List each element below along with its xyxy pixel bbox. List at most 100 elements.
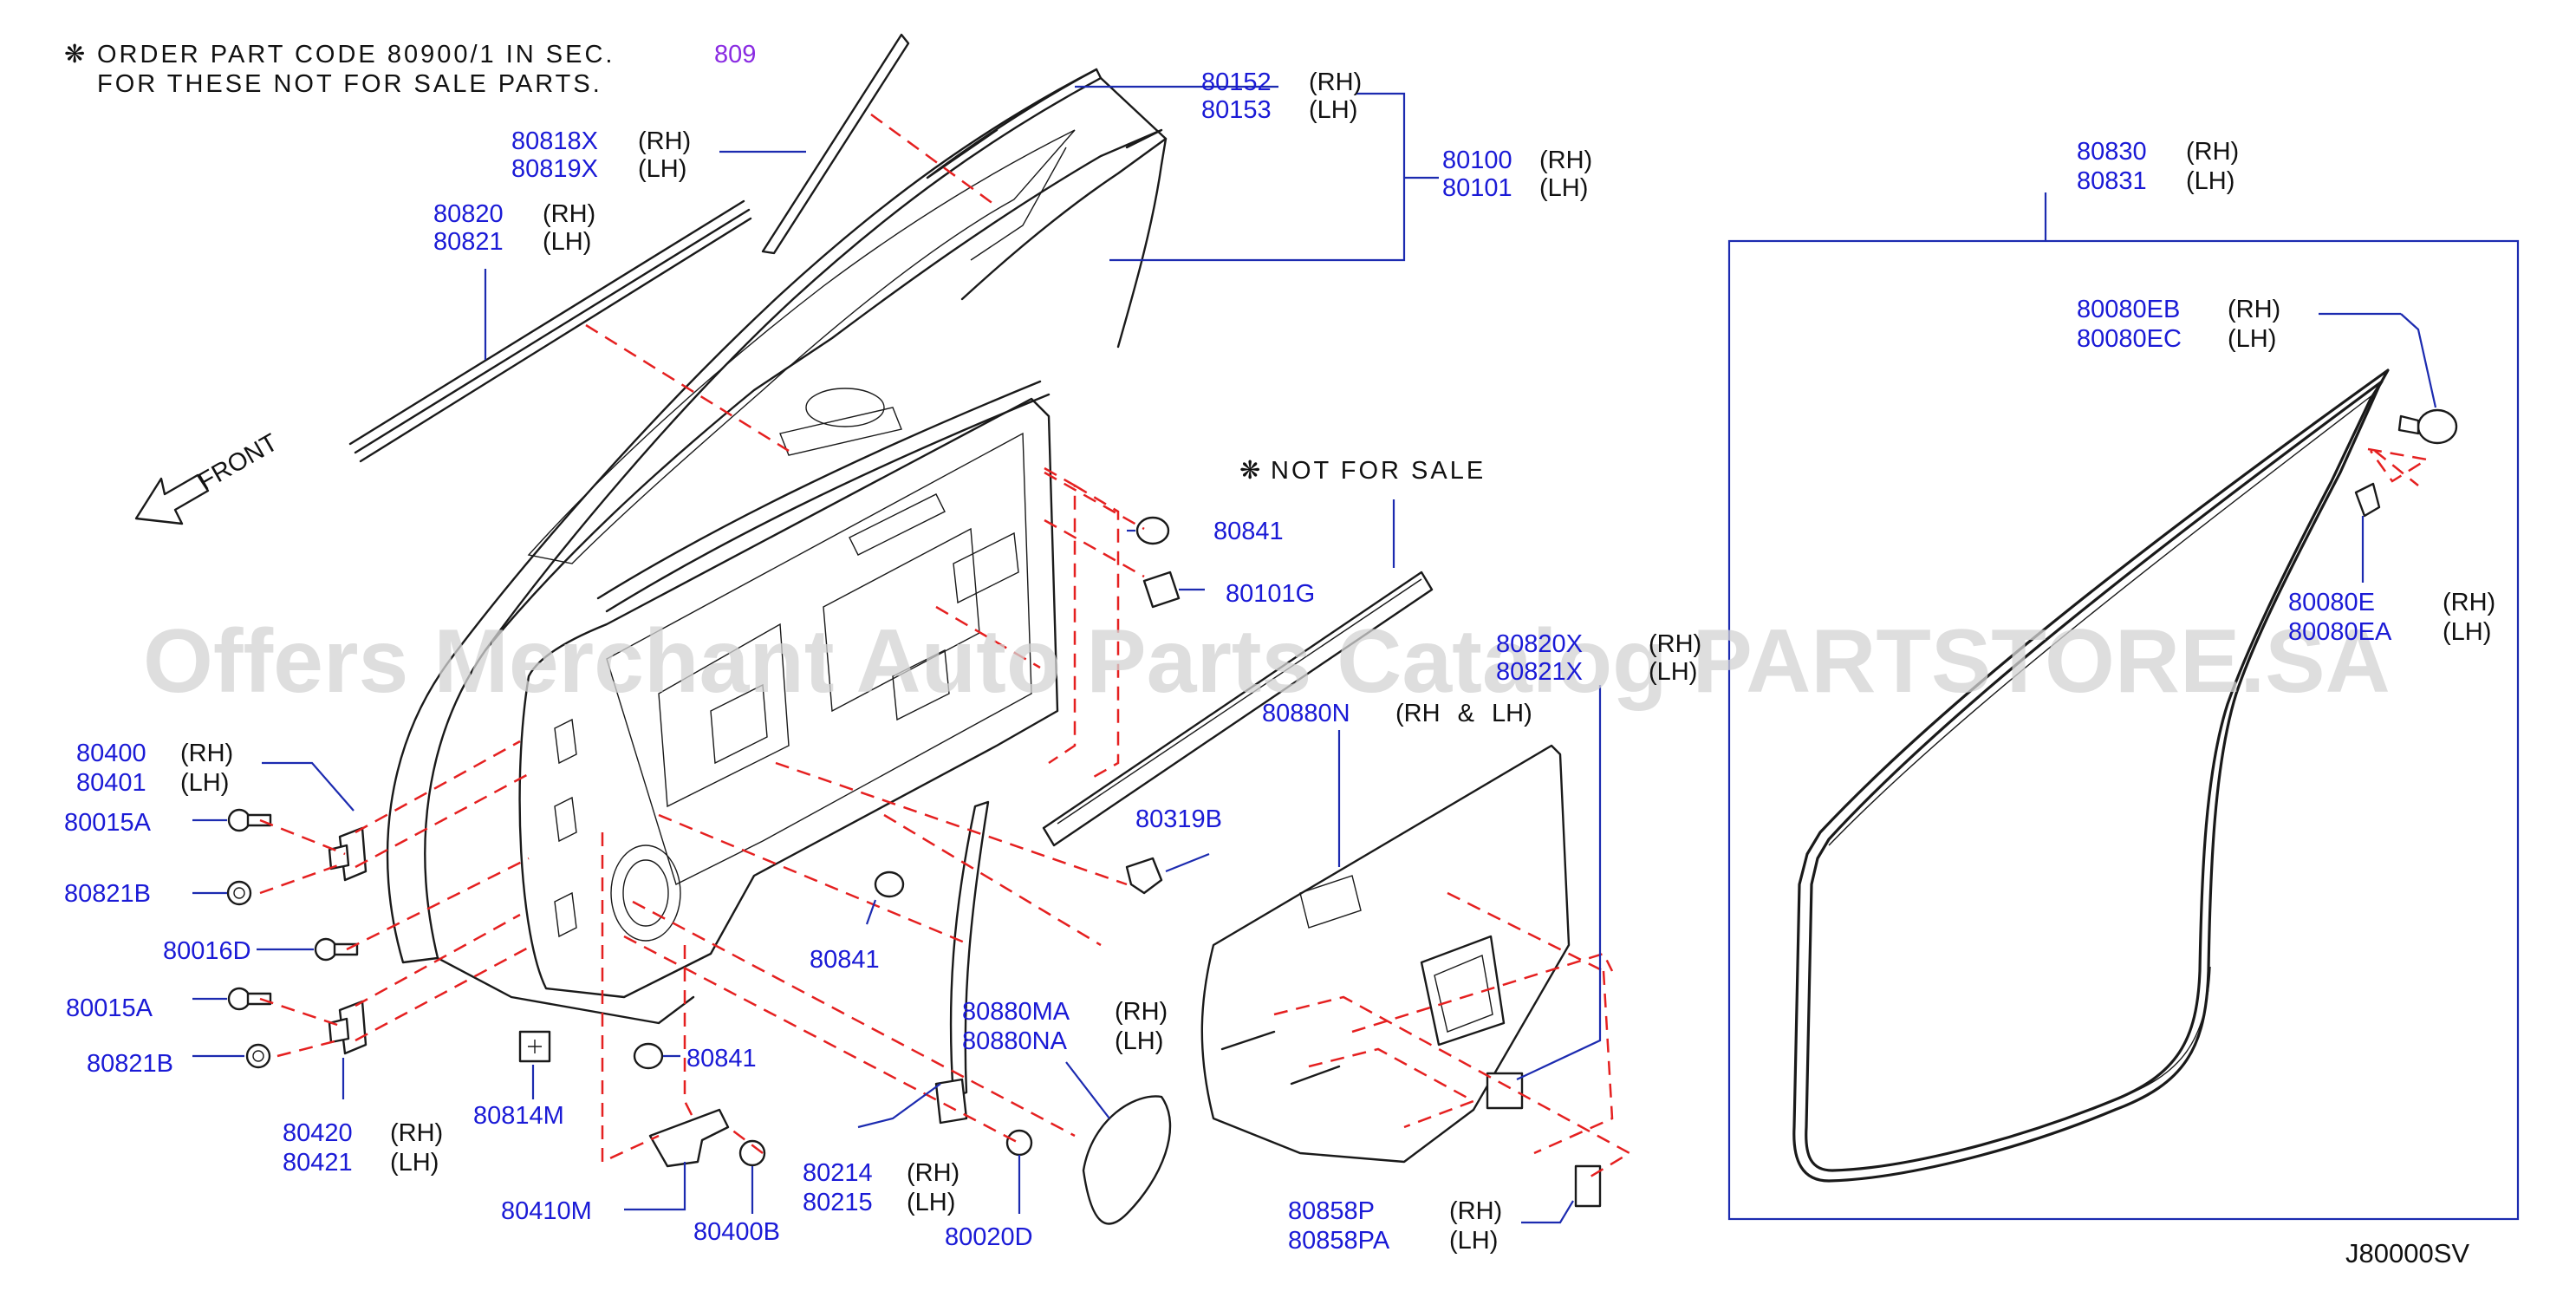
part-80319B[interactable]: 80319B — [1135, 805, 1222, 833]
side-rh: (RH) — [907, 1159, 959, 1187]
part-80080EA[interactable]: 80080EA — [2288, 618, 2392, 646]
side-rh: (RH) — [1309, 68, 1362, 96]
part-80821[interactable]: 80821 — [433, 228, 504, 256]
part-80880N[interactable]: 80880N — [1262, 700, 1350, 727]
part-80101[interactable]: 80101 — [1442, 174, 1512, 202]
not-for-sale-label: NOT FOR SALE — [1271, 457, 1486, 485]
door-weatherstrip-part — [1792, 368, 2390, 1183]
note-symbol-1: ❋ — [64, 41, 88, 68]
part-80016D[interactable]: 80016D — [163, 937, 251, 965]
part-80880MA[interactable]: 80880MA — [962, 998, 1070, 1026]
part-80818X[interactable]: 80818X — [511, 127, 598, 155]
note-line-1: ORDER PART CODE 80900/1 IN SEC. — [97, 41, 615, 68]
leader-lines — [192, 85, 2437, 1224]
lower-hinge-part — [328, 1000, 368, 1055]
side-rh: (RH) — [1449, 1197, 1502, 1225]
side-lh: (LH) — [2228, 325, 2276, 353]
side-lh: (LH) — [1309, 96, 1357, 124]
not-for-sale-symbol: ❋ — [1239, 457, 1263, 485]
note-line-2: FOR THESE NOT FOR SALE PARTS. — [97, 70, 602, 98]
part-80820X[interactable]: 80820X — [1496, 630, 1583, 658]
weatherstrip-frame — [1727, 239, 2520, 1221]
side-rh: (RH) — [638, 127, 691, 155]
side-lh: (LH) — [1115, 1027, 1163, 1055]
part-80819X[interactable]: 80819X — [511, 155, 598, 183]
side-lh: (LH) — [1539, 174, 1588, 202]
grommet-80841b-part — [874, 870, 905, 898]
door-check-part — [648, 1108, 730, 1168]
part-80858PA[interactable]: 80858PA — [1288, 1227, 1390, 1255]
assembly-lines — [259, 113, 2430, 1181]
side-lh: (LH) — [907, 1189, 955, 1216]
part-80421[interactable]: 80421 — [283, 1149, 353, 1177]
bolt-80020D — [1005, 1129, 1033, 1157]
side-lh: (LH) — [638, 155, 686, 183]
weatherstrip-clips — [2354, 408, 2458, 518]
part-80020D[interactable]: 80020D — [945, 1223, 1033, 1251]
part-80420[interactable]: 80420 — [283, 1119, 353, 1147]
side-lh: (LH) — [180, 769, 229, 797]
part-80814M[interactable]: 80814M — [473, 1102, 564, 1130]
part-80101G[interactable]: 80101G — [1226, 580, 1315, 608]
label-80814M-part — [518, 1030, 551, 1063]
side-rh: (RH) — [1649, 630, 1701, 658]
side-rh: (RH) — [2228, 296, 2280, 323]
part-80821X[interactable]: 80821X — [1496, 658, 1583, 686]
part-80080E[interactable]: 80080E — [2288, 589, 2375, 616]
part-80820[interactable]: 80820 — [433, 200, 504, 228]
part-80831[interactable]: 80831 — [2077, 167, 2147, 195]
door-trim-panel — [1200, 744, 1571, 1164]
side-rh: (RH) — [1539, 147, 1592, 174]
side-lh: (LH) — [390, 1149, 439, 1177]
upper-hinge-part — [328, 826, 368, 882]
side-rh: (RH) — [2443, 589, 2495, 616]
part-80841-c[interactable]: 80841 — [686, 1045, 757, 1073]
clip-80319B-part — [1125, 857, 1163, 895]
side-lh: (LH) — [543, 228, 591, 256]
diagram-code: J80000SV — [2345, 1238, 2469, 1268]
bumper-80101G-part — [1142, 571, 1181, 609]
inside-weatherstrip-strip — [1042, 571, 1434, 847]
section-ref-link[interactable]: 809 — [714, 41, 756, 68]
grommet-80841c-part — [633, 1042, 664, 1070]
side-rh: (RH) — [543, 200, 595, 228]
part-labels: 80152 (RH) 80153 (LH) 80100 (RH) 80101 (… — [64, 68, 2495, 1255]
hinge-bolts — [226, 808, 359, 1069]
side-lh: (LH) — [1449, 1227, 1498, 1255]
part-80410M[interactable]: 80410M — [501, 1197, 592, 1225]
window-channel-part — [949, 800, 990, 1099]
part-80858P[interactable]: 80858P — [1288, 1197, 1375, 1225]
sealing-screen-part — [1082, 1095, 1172, 1225]
side-rh: (RH) — [390, 1119, 443, 1147]
part-80880NA[interactable]: 80880NA — [962, 1027, 1068, 1055]
part-80400[interactable]: 80400 — [76, 740, 146, 767]
part-80080EB[interactable]: 80080EB — [2077, 296, 2180, 323]
part-80821B-upper[interactable]: 80821B — [64, 880, 151, 908]
part-80015A-upper[interactable]: 80015A — [64, 809, 152, 837]
side-rh: (RH) — [180, 740, 233, 767]
front-direction-arrow: FRONT — [134, 428, 283, 525]
part-80080EC[interactable]: 80080EC — [2077, 325, 2182, 353]
part-80841-a[interactable]: 80841 — [1213, 518, 1284, 545]
side-rh-lh: (RH & LH) — [1395, 700, 1532, 727]
side-lh: (LH) — [1649, 658, 1697, 686]
part-80821B-lower[interactable]: 80821B — [87, 1050, 173, 1078]
outside-molding-strip — [348, 199, 752, 463]
grommet-80841-part — [1135, 516, 1170, 545]
part-80152[interactable]: 80152 — [1201, 68, 1272, 96]
pad-part — [1486, 1072, 1524, 1110]
part-80841-b[interactable]: 80841 — [810, 946, 880, 974]
part-80015A-lower[interactable]: 80015A — [66, 994, 153, 1022]
part-80214[interactable]: 80214 — [803, 1159, 873, 1187]
part-80830[interactable]: 80830 — [2077, 138, 2147, 166]
part-80100[interactable]: 80100 — [1442, 147, 1512, 174]
part-80401[interactable]: 80401 — [76, 769, 146, 797]
side-rh: (RH) — [1115, 998, 1168, 1026]
part-80400B[interactable]: 80400B — [693, 1218, 780, 1246]
front-door-illustration — [386, 68, 1168, 1025]
sash-molding-part — [761, 33, 910, 255]
part-80215[interactable]: 80215 — [803, 1189, 873, 1216]
part-80153[interactable]: 80153 — [1201, 96, 1272, 124]
